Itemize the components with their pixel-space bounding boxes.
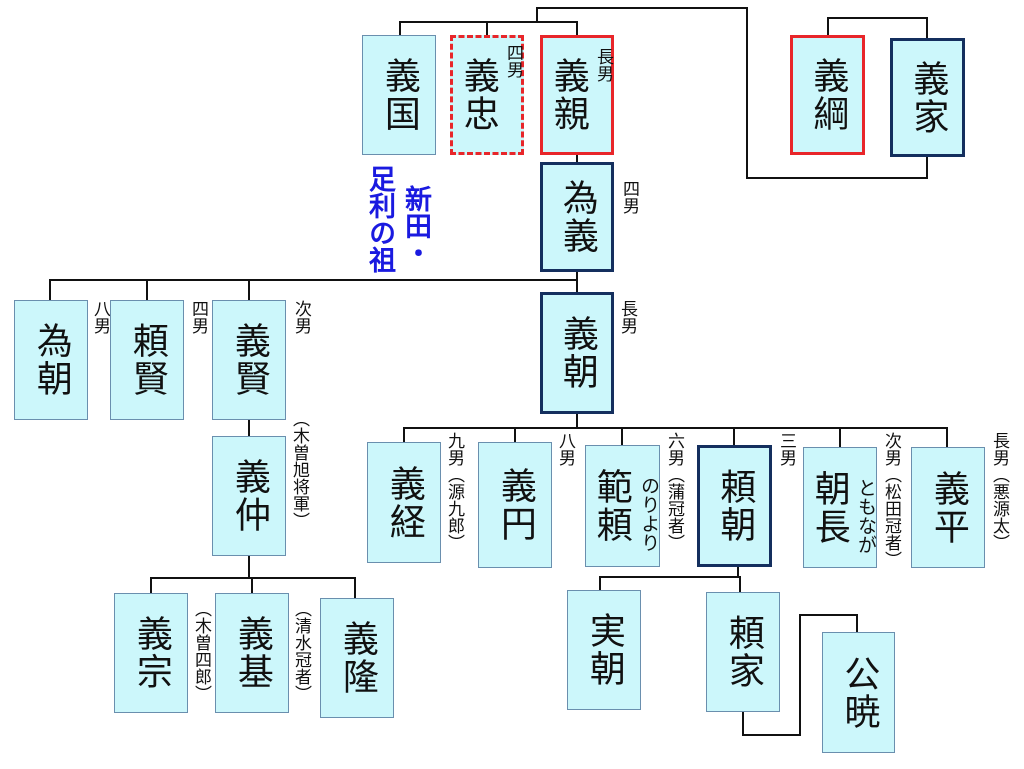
title-label: （木曽旭将軍） bbox=[289, 410, 309, 529]
person-yoritomo: 頼朝 bbox=[697, 445, 772, 567]
person-name: 義家 bbox=[907, 59, 949, 136]
person-name: 義綱 bbox=[807, 57, 849, 133]
person-gien: 義円 bbox=[478, 442, 552, 568]
person-yoshitomo: 義朝 bbox=[540, 292, 614, 414]
person-name: 範頼 bbox=[590, 468, 632, 544]
person-name: 頼賢 bbox=[126, 322, 168, 398]
person-yoshiie: 義家 bbox=[890, 38, 965, 157]
person-tomonaga: 朝長ともなが bbox=[803, 447, 877, 568]
person-name: 義親 bbox=[547, 57, 589, 133]
person-name: 義平 bbox=[927, 469, 969, 546]
birth-order-label: 次男 bbox=[291, 300, 311, 334]
person-name: 義隆 bbox=[336, 620, 378, 696]
person-yoshikuni: 義国 bbox=[362, 35, 436, 155]
person-noriyori: 範頼のりより bbox=[585, 445, 660, 567]
birth-order-label: 長男（悪源太） bbox=[989, 432, 1009, 551]
person-name: 頼朝 bbox=[714, 468, 756, 544]
person-yoshimune: 義宗 bbox=[114, 593, 188, 713]
title-label: （清水冠者） bbox=[291, 600, 311, 702]
birth-order-label: 四男 bbox=[619, 180, 639, 214]
birth-order-label: 長男 bbox=[593, 48, 613, 82]
person-name: 義国 bbox=[378, 57, 420, 133]
person-yoshitada: 義忠 bbox=[450, 35, 524, 155]
person-yorikata: 頼賢 bbox=[110, 300, 184, 420]
person-name: 実朝 bbox=[583, 612, 625, 688]
person-name: 義宗 bbox=[130, 615, 172, 691]
birth-order-label: 八男 bbox=[555, 432, 575, 466]
person-name: 義仲 bbox=[228, 458, 270, 534]
person-tameyoshi: 為義 bbox=[540, 162, 614, 272]
person-yoshimoto: 義基 bbox=[215, 593, 289, 713]
person-kugyo: 公暁 bbox=[822, 632, 895, 753]
person-name: 義忠 bbox=[457, 57, 499, 133]
person-name: 朝長 bbox=[808, 469, 850, 546]
person-yoshitsune: 義経 bbox=[367, 442, 441, 563]
person-name: 義基 bbox=[231, 615, 273, 691]
person-yoshikata: 義賢 bbox=[212, 300, 286, 420]
person-name: 公暁 bbox=[838, 654, 880, 731]
person-name: 義朝 bbox=[556, 315, 598, 391]
person-name: 義賢 bbox=[228, 322, 270, 398]
birth-order-label: 八男 bbox=[90, 300, 110, 334]
person-name: 為朝 bbox=[30, 322, 72, 398]
title-label: （木曽四郎） bbox=[191, 600, 211, 702]
person-yoshitaka: 義隆 bbox=[320, 598, 394, 718]
person-tametomo: 為朝 bbox=[14, 300, 88, 420]
birth-order-label: 六男（蒲冠者） bbox=[664, 432, 684, 551]
person-name: 頼家 bbox=[722, 614, 764, 690]
birth-order-label: 九男（源九郎） bbox=[444, 432, 464, 551]
note-ashikaga: 足利の祖 bbox=[364, 165, 395, 273]
person-name: 義経 bbox=[383, 464, 425, 541]
person-yoshichika: 義親 bbox=[540, 35, 614, 155]
name-reading: ともなが bbox=[855, 478, 877, 554]
birth-order-label: 三男 bbox=[776, 432, 796, 466]
person-name: 義円 bbox=[494, 467, 536, 543]
birth-order-label: 長男 bbox=[617, 300, 637, 334]
person-yoriie: 頼家 bbox=[706, 592, 780, 712]
note-nitta: 新田・ bbox=[400, 185, 431, 266]
birth-order-label: 四男 bbox=[188, 300, 208, 334]
person-yoshihira: 義平 bbox=[911, 447, 985, 568]
birth-order-label: 四男 bbox=[503, 44, 523, 78]
birth-order-label: 次男（松田冠者） bbox=[881, 432, 901, 568]
person-sanetomo: 実朝 bbox=[567, 590, 641, 710]
person-yoshitsuna: 義綱 bbox=[790, 35, 865, 155]
person-yoshinaka: 義仲 bbox=[212, 436, 286, 556]
person-name: 為義 bbox=[556, 179, 598, 255]
name-reading: のりより bbox=[638, 476, 660, 552]
